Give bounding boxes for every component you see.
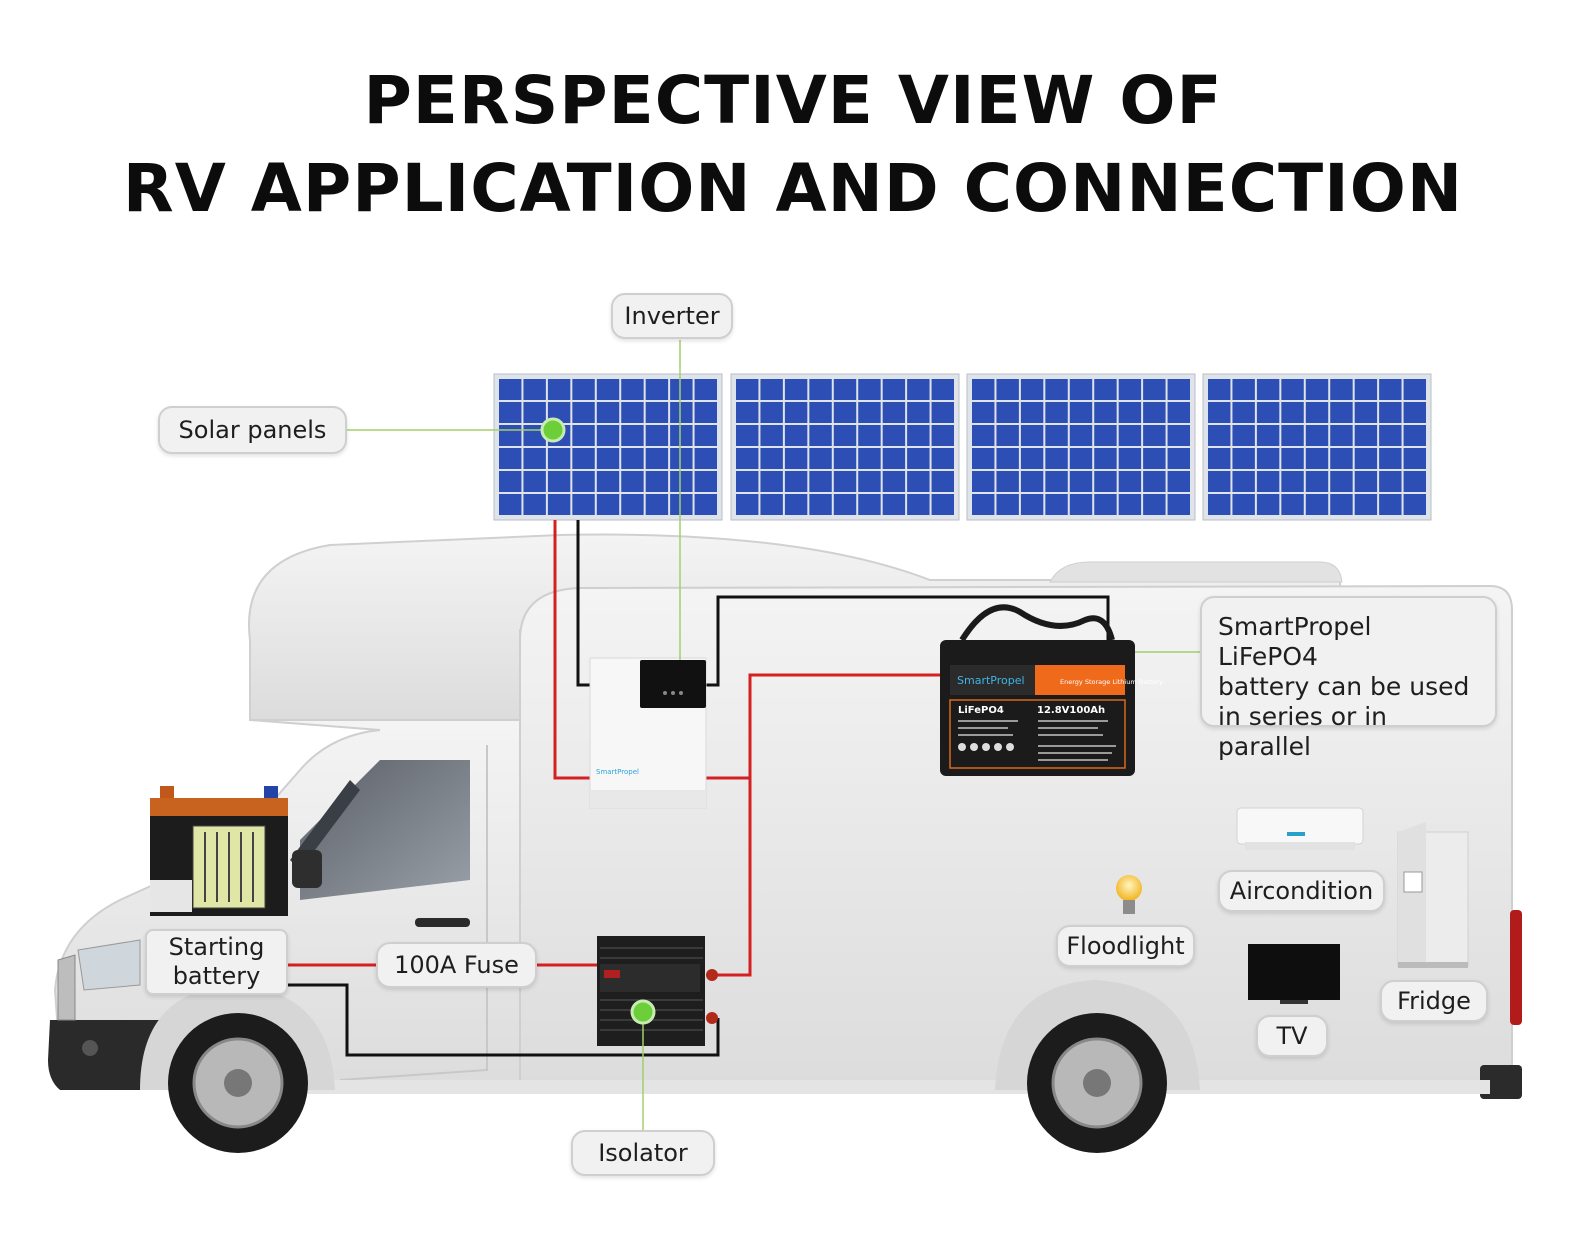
battery-type: Energy Storage Lithium Battery xyxy=(1060,678,1163,686)
fuse-label: 100A Fuse xyxy=(376,942,537,988)
battery-rating: 12.8V100Ah xyxy=(1037,705,1105,716)
fridge-icon xyxy=(1397,822,1469,968)
page-title-line-2: RV APPLICATION AND CONNECTION xyxy=(122,150,1464,227)
lifepo4-battery: SmartPropel Energy Storage Lithium Batte… xyxy=(940,604,1163,776)
leader-lines xyxy=(347,340,1200,1130)
solar-panel-array xyxy=(493,373,1432,521)
page-title-line-1: PERSPECTIVE VIEW OF xyxy=(363,62,1223,139)
starting-battery-line-2: battery xyxy=(172,962,261,990)
wiring xyxy=(288,520,1110,1057)
solar-panels-label: Solar panels xyxy=(158,406,347,454)
leader-dots xyxy=(540,417,656,1025)
tv-label: TV xyxy=(1256,1015,1328,1057)
battery-chemistry: LiFePO4 xyxy=(958,705,1004,716)
isolator-device xyxy=(597,936,718,1046)
isolator-label: Isolator xyxy=(571,1130,715,1176)
battery-note-line-3: in series or in parallel xyxy=(1218,702,1388,761)
floodlight-label: Floodlight xyxy=(1056,925,1195,967)
fridge-label: Fridge xyxy=(1380,980,1488,1022)
aircondition-label: Aircondition xyxy=(1218,870,1385,912)
battery-note-label: SmartPropel LiFePO4 battery can be used … xyxy=(1200,596,1497,761)
battery-brand: SmartPropel xyxy=(957,674,1025,687)
battery-note-line-1: SmartPropel LiFePO4 xyxy=(1218,612,1372,671)
inverter-label: Inverter xyxy=(611,293,733,339)
rear-wheel xyxy=(995,980,1200,1153)
starting-battery-line-1: Starting xyxy=(168,933,265,962)
starting-battery-device xyxy=(150,786,288,916)
inverter-brand: SmartPropel xyxy=(596,768,639,776)
front-wheel xyxy=(140,985,335,1153)
air-conditioner-icon xyxy=(1236,807,1364,850)
starting-battery-label: Starting battery xyxy=(145,929,288,995)
inverter-device: SmartPropel xyxy=(589,657,707,809)
battery-note-line-2: battery can be used xyxy=(1218,672,1470,701)
floodlight-bulb-icon xyxy=(1116,875,1142,914)
tv-icon xyxy=(1248,944,1340,1004)
